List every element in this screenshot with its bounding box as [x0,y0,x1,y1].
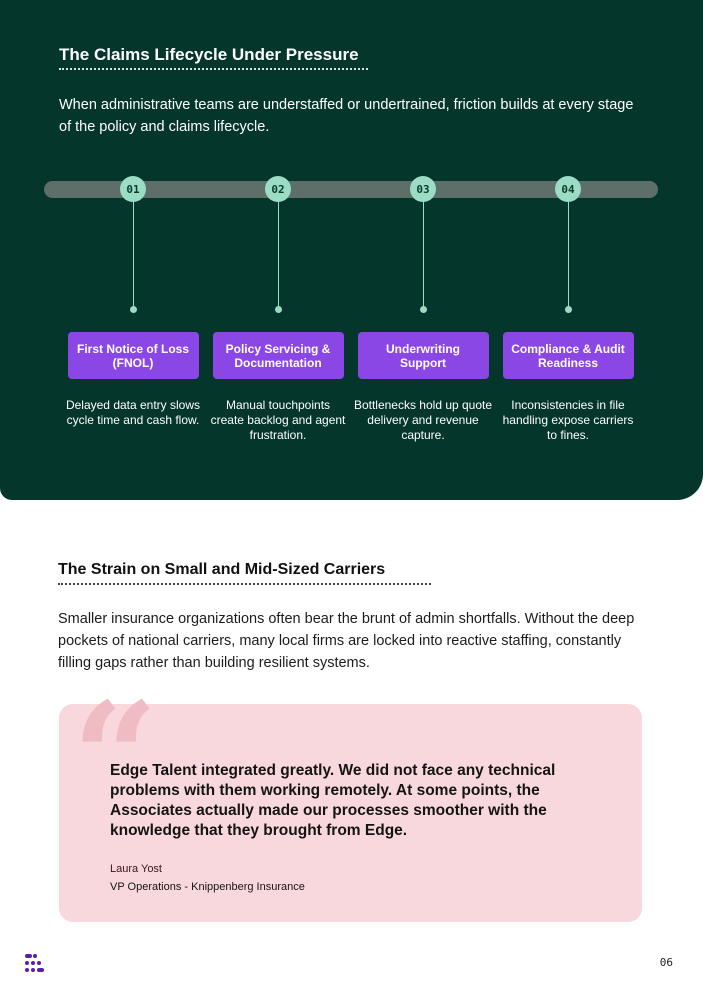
quote-mark-icon: “ [72,670,159,846]
testimonial-card [59,704,642,922]
strain-body: Smaller insurance organizations often be… [58,611,635,671]
stage-connector-dot [129,306,137,313]
strain-title: The Strain on Small and Mid-Sized Carrie… [58,561,386,578]
stage-title-box: Policy Servicing & Documentation [212,332,344,379]
stage-number-badge: 04 [555,176,581,202]
stage-description: Bottlenecks hold up quote delivery and r… [353,398,493,442]
stage-description: Inconsistencies in file handling expose … [502,398,634,442]
stage-number-badge: 01 [120,176,146,202]
stage-title-box: Compliance & Audit Readiness [502,332,634,379]
stage-connector-line [422,202,424,308]
title-dotted-rule [58,583,431,585]
testimonial-author: Laura Yost [110,863,162,875]
stage-description: Delayed data entry slows cycle time and … [65,398,201,427]
lifecycle-intro: When administrative teams are understaff… [59,97,634,135]
stage-connector-line [277,202,279,308]
stage-title-box: First Notice of Loss (FNOL) [67,332,199,379]
lifecycle-section: The Claims Lifecycle Under Pressure When… [0,0,703,500]
stage-title-box: Underwriting Support [357,332,489,379]
testimonial-role: VP Operations - Knippenberg Insurance [110,881,305,893]
testimonial-quote: Edge Talent integrated greatly. We did n… [110,762,556,839]
stage-connector-dot [564,306,572,313]
stage-connector-dot [419,306,427,313]
stage-number-badge: 02 [265,176,291,202]
stage-connector-dot [274,306,282,313]
stage-connector-line [567,202,569,308]
lifecycle-title: The Claims Lifecycle Under Pressure [59,45,359,64]
title-dotted-rule [59,68,368,70]
stage-connector-line [132,202,134,308]
page-number: 06 [659,956,673,969]
stage-number-badge: 03 [410,176,436,202]
stage-description: Manual touchpoints create backlog and ag… [210,398,346,442]
timeline-track [44,181,658,198]
edge-logo-icon [25,954,44,972]
